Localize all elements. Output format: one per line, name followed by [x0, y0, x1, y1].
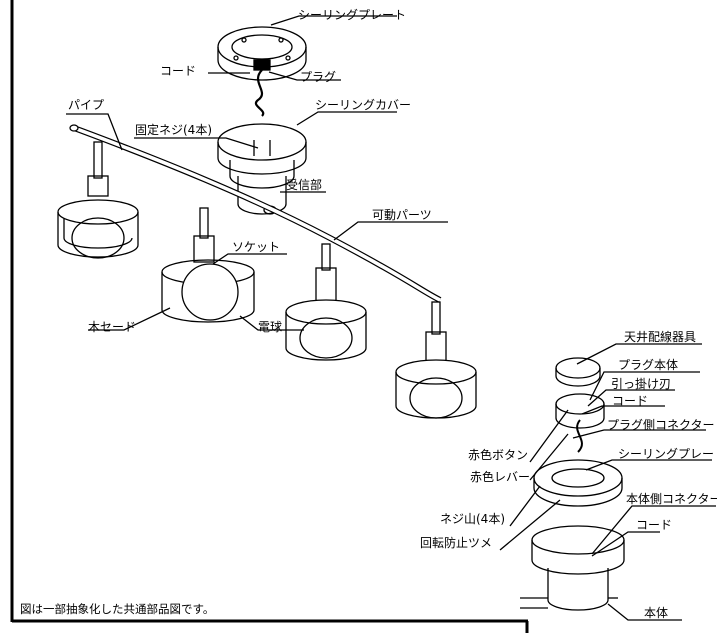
label-body: 本体	[644, 606, 669, 620]
label-plug-connector: プラグ側コネクター	[607, 418, 715, 432]
diagram-note: 図は一部抽象化した共通部品図です。	[20, 602, 215, 616]
label-bulb: 電球	[258, 320, 283, 334]
label-ceiling-plate-bottom: シーリングプレート	[618, 447, 717, 461]
label-ceiling-cover: シーリングカバー	[315, 98, 412, 112]
label-cord-bottom: コード	[636, 518, 673, 532]
label-wood-shade: 木セード	[88, 320, 137, 334]
label-pipe: パイプ	[68, 98, 105, 112]
label-red-lever: 赤色レバー	[470, 470, 531, 484]
label-plug-top: プラグ	[300, 70, 337, 84]
label-cord-mid: コード	[612, 394, 649, 408]
label-socket: ソケット	[232, 240, 281, 254]
label-cord-top: コード	[160, 64, 197, 78]
label-receiver: 受信部	[286, 178, 323, 192]
label-fixing-screw: 固定ネジ(4本)	[135, 123, 212, 137]
label-screw-mount: ネジ山(4本)	[440, 512, 505, 526]
label-ceiling-plate-top: シーリングプレート	[298, 8, 407, 22]
label-plug-body: プラグ本体	[618, 358, 679, 372]
label-rotation-stopper: 回転防止ツメ	[420, 536, 493, 550]
label-hook-blade: 引っ掛け刃	[611, 377, 672, 391]
label-body-connector: 本体側コネクター	[626, 492, 717, 506]
label-ceiling-fixture: 天井配線器具	[624, 330, 697, 344]
label-red-button: 赤色ボタン	[468, 448, 529, 462]
label-movable-parts: 可動パーツ	[372, 208, 432, 222]
